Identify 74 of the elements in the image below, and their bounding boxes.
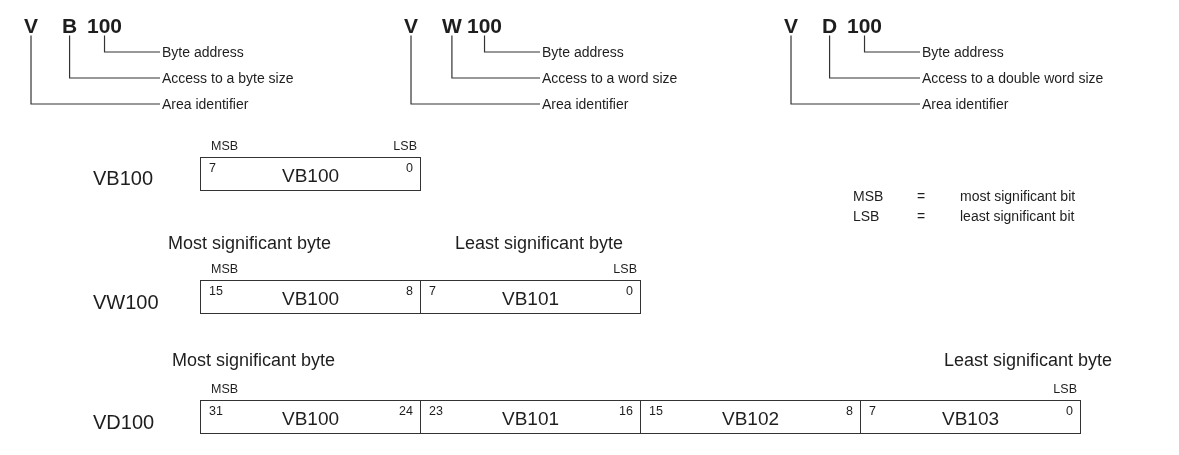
leader-line — [410, 34, 541, 105]
row-label: VD100 — [93, 410, 155, 434]
bit-label: MSB — [211, 381, 239, 397]
address-letter: D — [822, 14, 838, 36]
byte-name: VB101 — [502, 407, 559, 430]
byte-name: VB103 — [942, 407, 999, 430]
row-label: VB100 — [93, 166, 154, 190]
address-number: 100 — [847, 14, 883, 36]
byte-name: VB102 — [722, 407, 779, 430]
byte-name: VB101 — [502, 287, 559, 310]
bit-number: 7 — [209, 161, 216, 176]
bit-number: 15 — [649, 404, 663, 419]
description-label: Byte address — [542, 43, 624, 61]
description-label: Access to a word size — [542, 69, 678, 87]
leader-line — [451, 34, 541, 79]
bit-number: 0 — [626, 284, 633, 299]
byte-heading: Least significant byte — [943, 349, 1112, 371]
address-letter: V — [24, 14, 38, 36]
equals-sign: = — [917, 187, 926, 205]
bit-number: 0 — [1066, 404, 1073, 419]
description-label: Byte address — [922, 43, 1004, 61]
description-label: Area identifier — [162, 95, 249, 113]
description-label: Access to a byte size — [162, 69, 294, 87]
bit-number: 24 — [399, 404, 413, 419]
byte-cell — [200, 400, 421, 434]
bit-label: MSB — [211, 138, 239, 154]
bit-number: 7 — [869, 404, 876, 419]
bit-label: LSB — [393, 138, 417, 154]
leader-line — [69, 34, 161, 79]
address-letter: V — [404, 14, 418, 36]
byte-name: VB100 — [282, 164, 339, 187]
definition: least significant bit — [960, 207, 1075, 225]
row-label: VW100 — [93, 290, 159, 314]
bit-label: MSB — [211, 261, 239, 277]
bit-number: 15 — [209, 284, 223, 299]
address-number: 100 — [467, 14, 503, 36]
leader-line — [103, 34, 161, 53]
bit-number: 0 — [406, 161, 413, 176]
leader-line — [829, 34, 921, 79]
bit-number: 8 — [406, 284, 413, 299]
byte-name: VB100 — [282, 287, 339, 310]
byte-cell — [860, 400, 1081, 434]
bit-number: 23 — [429, 404, 443, 419]
description-label: Area identifier — [542, 95, 629, 113]
leader-line — [790, 34, 921, 105]
byte-cell — [420, 280, 641, 314]
abbreviation: MSB — [853, 187, 884, 205]
abbreviation: LSB — [853, 207, 880, 225]
byte-name: VB100 — [282, 407, 339, 430]
description-label: Access to a double word size — [922, 69, 1104, 87]
byte-cell — [200, 280, 421, 314]
leader-line — [30, 34, 161, 105]
byte-heading: Most significant byte — [168, 232, 332, 254]
byte-cell — [420, 400, 641, 434]
bit-number: 8 — [846, 404, 853, 419]
leader-line — [863, 34, 921, 53]
byte-heading: Most significant byte — [172, 349, 336, 371]
equals-sign: = — [917, 207, 926, 225]
description-label: Byte address — [162, 43, 244, 61]
bit-number: 16 — [619, 404, 633, 419]
description-label: Area identifier — [922, 95, 1009, 113]
address-letter: W — [442, 14, 462, 36]
byte-heading: Least significant byte — [455, 232, 624, 254]
byte-cell — [640, 400, 861, 434]
leader-line — [483, 34, 541, 53]
definition: most significant bit — [960, 187, 1076, 205]
address-number: 100 — [87, 14, 123, 36]
bit-label: LSB — [613, 261, 637, 277]
bit-number: 7 — [429, 284, 436, 299]
address-letter: V — [784, 14, 798, 36]
address-letter: B — [62, 14, 78, 36]
bit-number: 31 — [209, 404, 223, 419]
byte-cell — [200, 157, 421, 191]
bit-label: LSB — [1053, 381, 1077, 397]
